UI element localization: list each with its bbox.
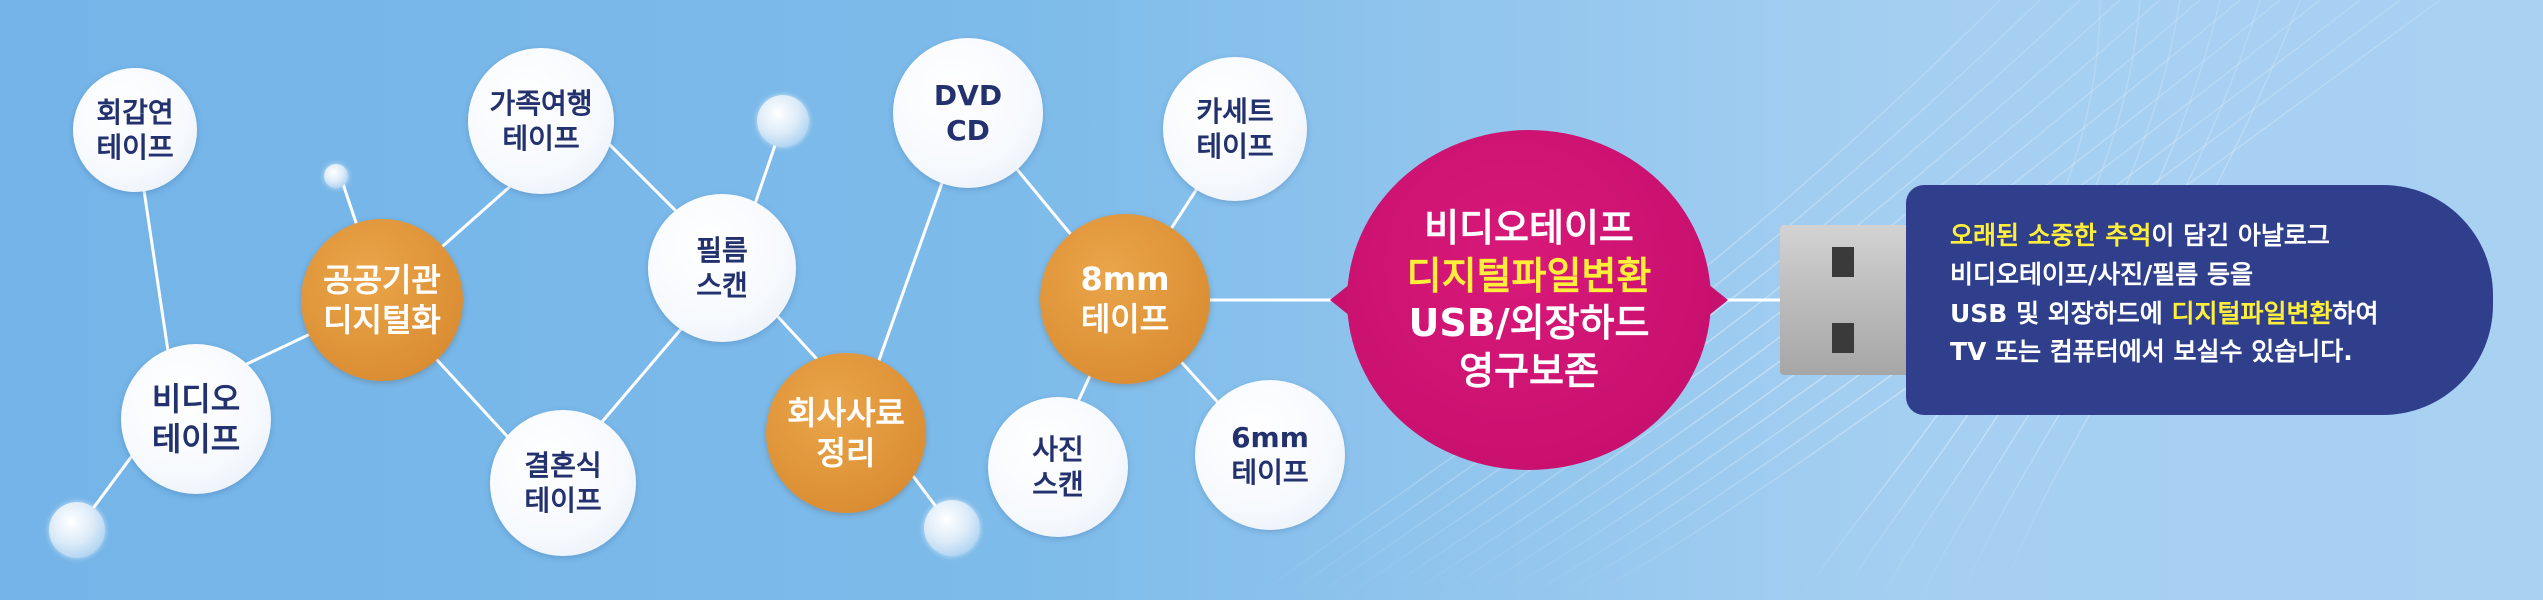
node-cassette-tape: 카세트 테이프	[1163, 57, 1307, 201]
info-panel: 오래된 소중한 추억이 담긴 아날로그 비디오테이프/사진/필름 등을 USB …	[1906, 185, 2493, 415]
node-label: 카세트	[1196, 95, 1274, 128]
info-text: USB 및 외장하드에	[1950, 298, 2172, 328]
node-label: 테이프	[96, 131, 174, 164]
node-photo-scan: 사진 스캔	[988, 397, 1128, 537]
node-label: 가족여행	[489, 87, 593, 120]
info-text: 이 담긴 아날로그	[2151, 221, 2330, 250]
center-line3: USB/외장하드	[1408, 301, 1650, 345]
node-label: 스캔	[1032, 468, 1084, 501]
decor-bubble	[924, 500, 980, 556]
node-label: 비디오	[151, 380, 241, 418]
node-label: 정리	[816, 434, 876, 472]
node-label: 테이프	[502, 122, 580, 155]
node-label: 회갑연	[96, 96, 174, 129]
node-label: 결혼식	[524, 449, 602, 482]
node-wedding-tape: 결혼식 테이프	[490, 410, 636, 556]
node-label: 디지털화	[323, 301, 441, 339]
node-label: CD	[946, 114, 990, 147]
center-line1: 비디오테이프	[1424, 206, 1634, 250]
node-label: 테이프	[1231, 456, 1309, 489]
node-label: 6mm	[1231, 421, 1309, 454]
node-company-archive: 회사사료 정리	[766, 353, 926, 513]
usb-connector-icon	[1780, 225, 1911, 375]
node-label: 테이프	[151, 420, 241, 458]
info-highlight: 오래된 소중한 추억	[1950, 221, 2152, 250]
node-label: 테이프	[1080, 300, 1170, 338]
node-label: 테이프	[524, 484, 602, 517]
info-line3: USB 및 외장하드에 디지털파일변환하여	[1950, 295, 2463, 334]
node-label: 필름	[696, 234, 748, 267]
node-public-digitization: 공공기관 디지털화	[301, 219, 463, 381]
info-line4: TV 또는 컴퓨터에서 보실수 있습니다.	[1950, 337, 2353, 367]
center-arrow-left	[1330, 284, 1350, 316]
node-8mm-tape: 8mm 테이프	[1040, 214, 1210, 384]
center-line4: 영구보존	[1459, 348, 1599, 393]
decor-bubble	[49, 502, 105, 558]
node-hoegap-tape: 회갑연 테이프	[73, 68, 197, 192]
usb-hole	[1832, 323, 1854, 353]
info-highlight: 디지털파일변환	[2171, 298, 2333, 328]
node-6mm-tape: 6mm 테이프	[1195, 380, 1345, 530]
node-video-tape: 비디오 테이프	[121, 344, 271, 494]
usb-hole	[1832, 247, 1854, 277]
center-arrow-right	[1708, 284, 1728, 316]
node-label: 사진	[1032, 433, 1084, 466]
decor-bubble	[757, 95, 809, 147]
node-film-scan: 필름 스캔	[648, 194, 796, 342]
info-text: 하여	[2332, 298, 2379, 328]
node-dvd-cd: DVD CD	[893, 38, 1043, 188]
node-family-trip-tape: 가족여행 테이프	[468, 48, 614, 194]
node-label: 공공기관	[323, 261, 441, 299]
center-line2: 디지털파일변환	[1406, 253, 1652, 298]
center-circle: 비디오테이프 디지털파일변환 USB/외장하드 영구보존	[1347, 130, 1711, 470]
decor-bubble	[324, 164, 348, 188]
info-line2: 비디오테이프/사진/필름 등을	[1950, 259, 2253, 289]
node-label: DVD	[933, 79, 1003, 112]
node-label: 테이프	[1196, 130, 1274, 163]
node-label: 스캔	[696, 269, 748, 302]
info-line1: 오래된 소중한 추억이 담긴 아날로그	[1950, 217, 2463, 256]
node-label: 8mm	[1080, 260, 1170, 298]
node-label: 회사사료	[787, 394, 905, 432]
